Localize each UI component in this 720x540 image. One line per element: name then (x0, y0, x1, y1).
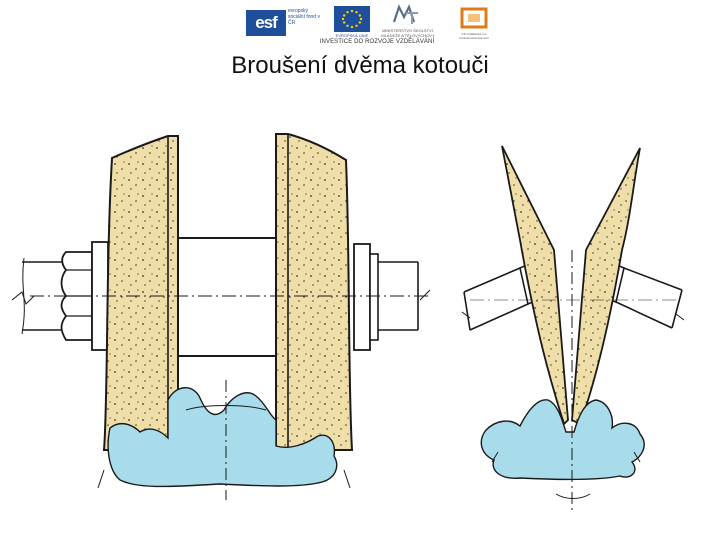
right-spacer (353, 243, 379, 351)
msmt-logo: MINISTERSTVO ŠKOLSTVÍ, MLÁDEŽE A TĚLOVÝC… (376, 4, 438, 40)
left-grinding-wheel (102, 135, 179, 451)
esf-logo: esf evropský sociální fond v ČR (246, 4, 324, 40)
left-gear-workpiece (107, 387, 338, 488)
op-vk-logo: OP Vzdělávání pro konkurenceschopnost (452, 4, 496, 40)
investice-slogan: INVESTICE DO ROZVOJE VZDĚLÁVÁNÍ (319, 39, 435, 45)
esf-logo-mark: esf (246, 10, 286, 36)
right-view (461, 145, 685, 510)
esf-logo-text: evropský sociální fond v ČR (288, 8, 320, 26)
grinding-diagram (11, 133, 685, 510)
eu-flag-icon (334, 6, 370, 32)
right-view-right-wheel (571, 147, 641, 426)
right-grinding-wheel (275, 133, 354, 451)
left-view (11, 133, 431, 500)
slide-title: Broušení dvěma kotouči (231, 52, 489, 79)
logo-bar: esf evropský sociální fond v ČR EVROPSKÁ… (246, 4, 494, 48)
msmt-logo-text: MINISTERSTVO ŠKOLSTVÍ, MLÁDEŽE A TĚLOVÝC… (381, 28, 435, 38)
op-vk-logo-text: OP Vzdělávání pro konkurenceschopnost (459, 32, 489, 40)
right-view-left-wheel (501, 145, 569, 426)
right-view-gear-workpiece (480, 399, 645, 480)
eu-logo: EVROPSKÁ UNIE (330, 4, 370, 40)
right-view-center-lines (461, 250, 685, 510)
left-center-lines (11, 289, 431, 500)
op-vk-emblem-icon (460, 7, 488, 29)
eu-logo-text: EVROPSKÁ UNIE (335, 33, 369, 38)
msmt-emblem-icon (392, 4, 418, 24)
